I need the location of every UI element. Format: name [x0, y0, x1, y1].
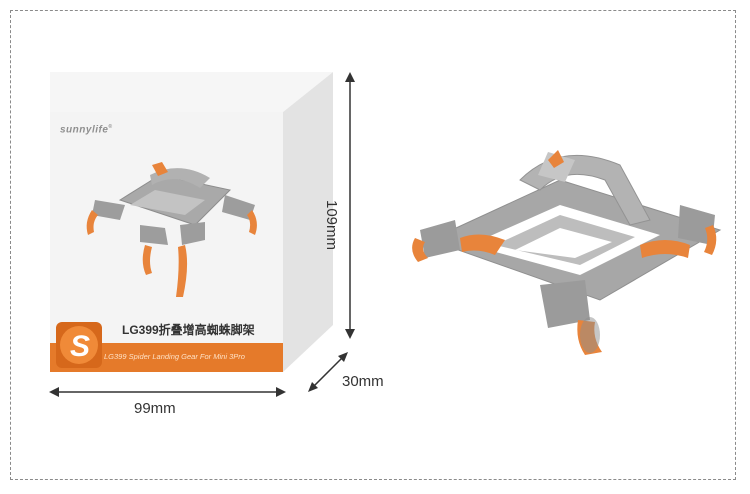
- depth-arrow-top: [338, 352, 348, 362]
- depth-label: 30mm: [342, 373, 384, 390]
- product-box: [50, 72, 333, 372]
- box-side: [283, 72, 333, 372]
- height-label: 109mm: [323, 200, 340, 251]
- depth-arrow-bottom: [308, 382, 318, 392]
- dimension-lines: [49, 72, 355, 397]
- box-subtitle: LG399 Spider Landing Gear For Mini 3Pro: [104, 352, 245, 361]
- brand-name: sunnylife: [60, 124, 109, 136]
- height-arrow-bottom: [345, 329, 355, 339]
- box-title: LG399折叠增高蜘蛛脚架: [122, 323, 255, 337]
- box-gear-image: [86, 162, 257, 297]
- landing-gear-image: [412, 150, 722, 355]
- depth-line: [311, 355, 345, 389]
- logo-letter: S: [69, 330, 90, 363]
- brand-registered-mark: ®: [108, 124, 113, 130]
- dashed-frame: [10, 10, 736, 480]
- height-arrow-top: [345, 72, 355, 82]
- width-arrow-left: [49, 387, 59, 397]
- width-arrow-right: [276, 387, 286, 397]
- box-logo-circle: [60, 326, 98, 364]
- brand-logo: sunnylife®: [60, 124, 113, 135]
- width-label: 99mm: [134, 400, 176, 417]
- box-top-face: [50, 72, 333, 112]
